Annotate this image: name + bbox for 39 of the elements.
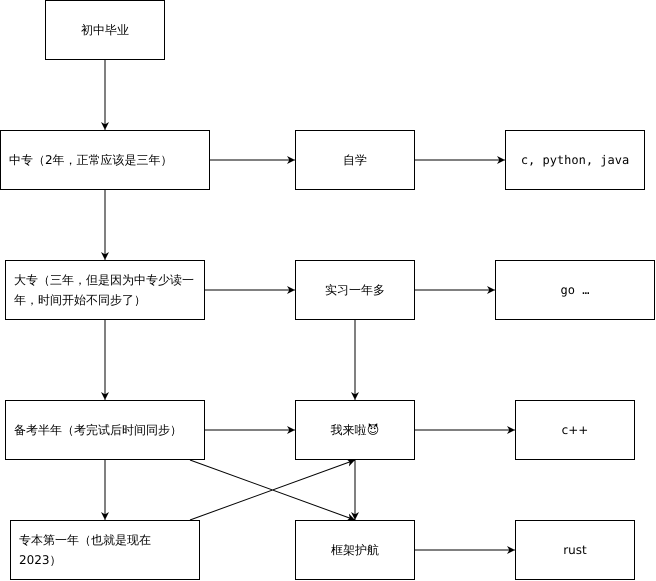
- arrow: [204, 426, 296, 434]
- box-label: go …: [560, 282, 590, 299]
- arrow: [414, 546, 516, 554]
- arrow: [101, 320, 109, 400]
- arrow: [210, 156, 296, 164]
- box-label: 专本第一年（也就是现在2023）: [19, 532, 152, 569]
- box-label: 实习一年多: [325, 282, 385, 299]
- box-label: c, python, java: [520, 152, 630, 169]
- process-box: [505, 130, 645, 190]
- process-box: [5, 260, 205, 320]
- arrow: [204, 286, 296, 294]
- box-label: 初中毕业: [81, 22, 129, 39]
- process-box: [515, 520, 635, 580]
- arrow: [414, 426, 516, 434]
- box-label: 我来啦😈: [330, 422, 380, 439]
- box-label: 大专（三年，但是因为中专少读一年，时间开始不同步了）: [14, 272, 195, 309]
- arrow: [101, 460, 109, 520]
- arrow: [101, 60, 109, 130]
- process-box: [5, 400, 205, 460]
- box-label: 中专（2年，正常应该是三年）: [9, 152, 173, 169]
- process-box: [495, 260, 655, 320]
- box-label: 框架护航: [331, 542, 379, 559]
- process-box: [295, 400, 415, 460]
- arrow: [101, 190, 109, 260]
- process-box: [10, 520, 200, 580]
- box-label: rust: [563, 542, 587, 559]
- process-box: [295, 520, 415, 580]
- box-label: c++: [562, 422, 588, 439]
- process-box: [295, 130, 415, 190]
- process-box: [45, 0, 165, 60]
- process-box: [0, 130, 210, 190]
- arrow: [351, 320, 359, 400]
- box-label: 备考半年（考完试后时间同步）: [14, 422, 182, 439]
- arrow: [414, 286, 496, 294]
- process-box: [295, 260, 415, 320]
- box-label: 自学: [343, 152, 367, 169]
- arrow: [351, 460, 359, 520]
- arrow: [414, 156, 506, 164]
- process-box: [515, 400, 635, 460]
